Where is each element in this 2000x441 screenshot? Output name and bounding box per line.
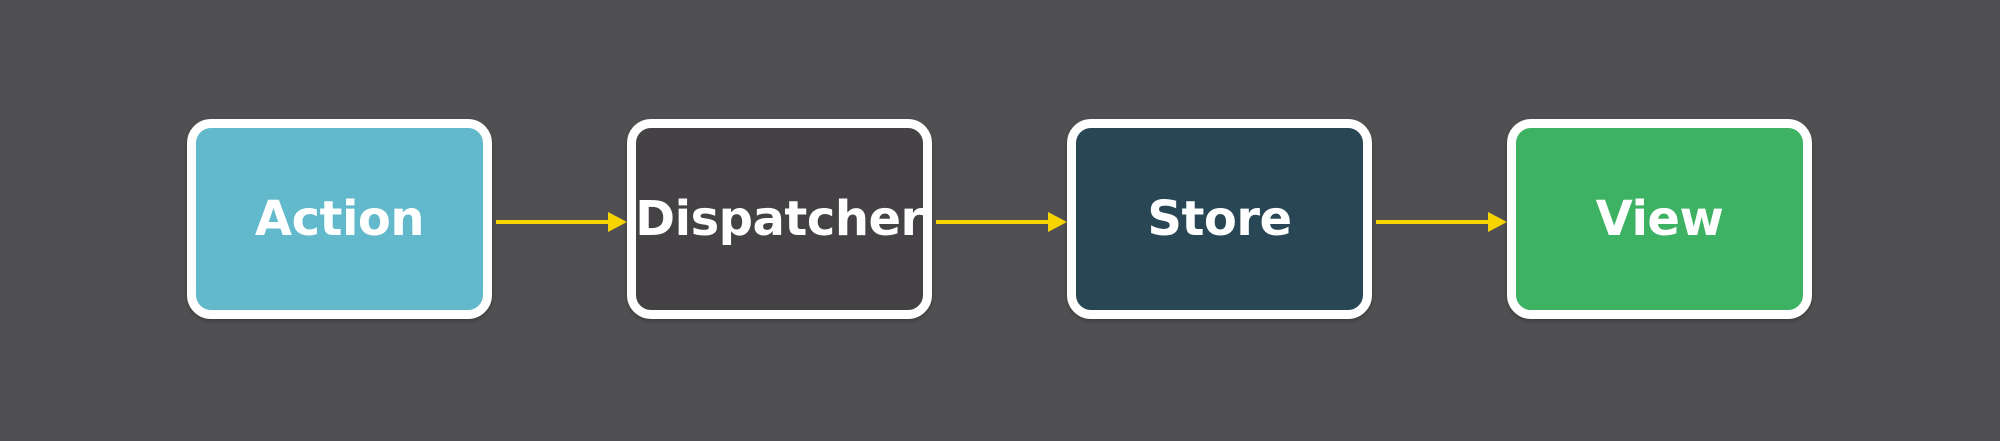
arrow-head <box>1048 212 1067 232</box>
store-node-label: Store <box>1147 191 1292 247</box>
view-node: View <box>1507 119 1812 319</box>
arrow-head <box>1488 212 1507 232</box>
action-node: Action <box>187 119 492 319</box>
arrow-head <box>608 212 627 232</box>
view-node-label: View <box>1595 191 1724 247</box>
arrow-dispatcher-to-store <box>936 212 1067 232</box>
action-node-label: Action <box>254 191 425 247</box>
store-node: Store <box>1067 119 1372 319</box>
arrow-action-to-dispatcher <box>496 212 627 232</box>
dispatcher-node-label: Dispatcher <box>635 191 924 247</box>
dispatcher-node: Dispatcher <box>627 119 932 319</box>
arrow-store-to-view <box>1376 212 1507 232</box>
